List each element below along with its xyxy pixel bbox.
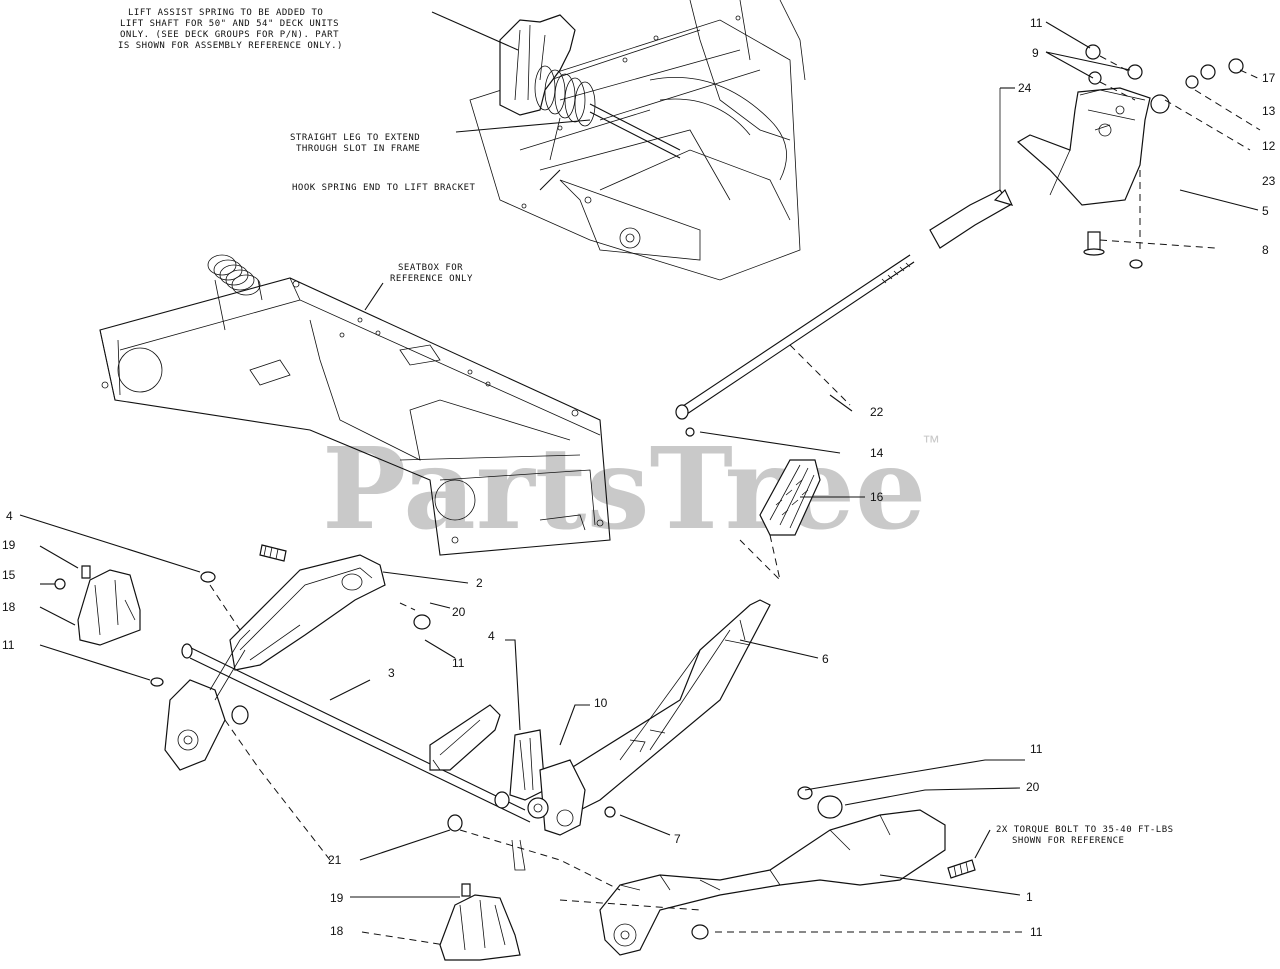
callout-17: 17 xyxy=(1262,71,1276,85)
bolt-19-top xyxy=(81,565,91,579)
pedal-arm-6 xyxy=(559,599,771,811)
callout-21: 21 xyxy=(328,853,342,867)
lower-leaders xyxy=(459,829,701,911)
callout-3: 3 xyxy=(388,666,395,680)
lift-arm-1 xyxy=(447,786,976,956)
bracket-18-top xyxy=(54,565,141,646)
callout-20-lower: 20 xyxy=(1026,780,1040,794)
frame-section-top xyxy=(469,0,806,281)
deck-lift-bracket-assembly xyxy=(1016,44,1263,269)
callout-6: 6 xyxy=(822,652,829,666)
callout-7: 7 xyxy=(674,832,681,846)
watermark-brand: PartsTree xyxy=(322,424,926,555)
note-seatbox: SEATBOX FOR REFERENCE ONLY xyxy=(390,263,473,284)
callout-numbers: 11 9 17 13 12 23 5 8 24 22 14 16 4 19 15… xyxy=(2,16,1276,939)
callout-23: 23 xyxy=(1262,174,1276,188)
nut-11-left xyxy=(413,614,431,630)
callout-11-a: 11 xyxy=(1030,16,1043,30)
note-straight-leg: STRAIGHT LEG TO EXTEND THROUGH SLOT IN F… xyxy=(290,133,420,154)
svg-text:LIFT SHAFT FOR 50" AND 54" DEC: LIFT SHAFT FOR 50" AND 54" DECK UNITS xyxy=(120,19,339,29)
lift-shaft-3 xyxy=(181,643,531,823)
bushing-20-lower xyxy=(817,795,843,819)
bolt-19-bottom xyxy=(461,883,471,897)
callout-1: 1 xyxy=(1026,890,1033,904)
callout-19-bottom: 19 xyxy=(330,891,344,905)
bushing-9 xyxy=(1127,64,1143,80)
bushing-12 xyxy=(1150,94,1170,114)
svg-text:ONLY. (SEE DECK GROUPS FOR P/N: ONLY. (SEE DECK GROUPS FOR P/N). PART xyxy=(120,30,339,40)
callout-11-right: 11 xyxy=(1030,742,1043,756)
callout-4-mid: 4 xyxy=(488,629,495,643)
lift-assist-spring xyxy=(534,65,596,127)
svg-text:THROUGH SLOT IN FRAME: THROUGH SLOT IN FRAME xyxy=(296,144,420,154)
pin-15 xyxy=(54,578,66,590)
callout-2: 2 xyxy=(476,576,483,590)
callout-9: 9 xyxy=(1032,46,1039,60)
callout-22: 22 xyxy=(870,405,884,419)
svg-text:2X TORQUE BOLT TO 35-40 FT-LBS: 2X TORQUE BOLT TO 35-40 FT-LBS xyxy=(996,825,1174,835)
note-torque: 2X TORQUE BOLT TO 35-40 FT-LBS SHOWN FOR… xyxy=(996,825,1174,846)
bracket-18-bottom xyxy=(439,883,521,961)
link-plate-2 xyxy=(229,554,386,671)
callout-13: 13 xyxy=(1262,104,1276,118)
svg-text:HOOK SPRING END TO LIFT BRACKE: HOOK SPRING END TO LIFT BRACKET xyxy=(292,183,476,193)
callout-11-bottom: 11 xyxy=(1030,925,1043,939)
callout-leaders xyxy=(19,11,1259,946)
callout-12: 12 xyxy=(1262,139,1276,153)
callout-20-upper: 20 xyxy=(452,605,466,619)
svg-text:LIFT ASSIST SPRING TO BE ADDED: LIFT ASSIST SPRING TO BE ADDED TO xyxy=(128,8,323,18)
seatbox-spring xyxy=(207,254,263,331)
callout-11-left: 11 xyxy=(2,638,15,652)
callout-24: 24 xyxy=(1018,81,1032,95)
callout-15: 15 xyxy=(2,568,16,582)
callout-19-top: 19 xyxy=(2,538,16,552)
spacer-7 xyxy=(604,806,616,818)
svg-text:SEATBOX FOR: SEATBOX FOR xyxy=(398,263,463,273)
lift-arm-left xyxy=(150,629,251,771)
nut-8 xyxy=(1129,259,1143,269)
svg-text:REFERENCE ONLY: REFERENCE ONLY xyxy=(390,274,473,284)
pedal-leader xyxy=(739,534,781,582)
svg-text:STRAIGHT LEG TO EXTEND: STRAIGHT LEG TO EXTEND xyxy=(290,133,420,143)
watermark-trademark: ™ xyxy=(922,432,940,452)
clip-14 xyxy=(685,427,695,437)
bracket-mid xyxy=(429,704,501,771)
callout-18-top: 18 xyxy=(2,600,16,614)
clip-4-left xyxy=(200,571,216,583)
note-hook: HOOK SPRING END TO LIFT BRACKET xyxy=(292,183,476,193)
lift-rod-22 xyxy=(675,88,1014,437)
callout-14: 14 xyxy=(870,446,884,460)
seatbox-frame xyxy=(99,254,611,556)
nut-11 xyxy=(1085,44,1101,60)
washer-13 xyxy=(1185,75,1199,89)
bolt-plate xyxy=(259,544,287,562)
bolt-torque xyxy=(947,859,976,879)
callout-5: 5 xyxy=(1262,204,1269,218)
note-lift-assist: LIFT ASSIST SPRING TO BE ADDED TO LIFT S… xyxy=(118,8,343,51)
callout-11-mid: 11 xyxy=(452,656,465,670)
svg-text:SHOWN FOR REFERENCE: SHOWN FOR REFERENCE xyxy=(1012,836,1124,846)
callout-4-left: 4 xyxy=(6,509,13,523)
callout-18-bottom: 18 xyxy=(330,924,344,938)
nut-17 xyxy=(1228,58,1244,74)
callout-16: 16 xyxy=(870,490,884,504)
callout-8: 8 xyxy=(1262,243,1269,257)
bellcrank-10 xyxy=(494,729,616,871)
svg-text:IS SHOWN FOR ASSEMBLY REFERENC: IS SHOWN FOR ASSEMBLY REFERENCE ONLY.) xyxy=(118,41,343,51)
callout-10: 10 xyxy=(594,696,608,710)
